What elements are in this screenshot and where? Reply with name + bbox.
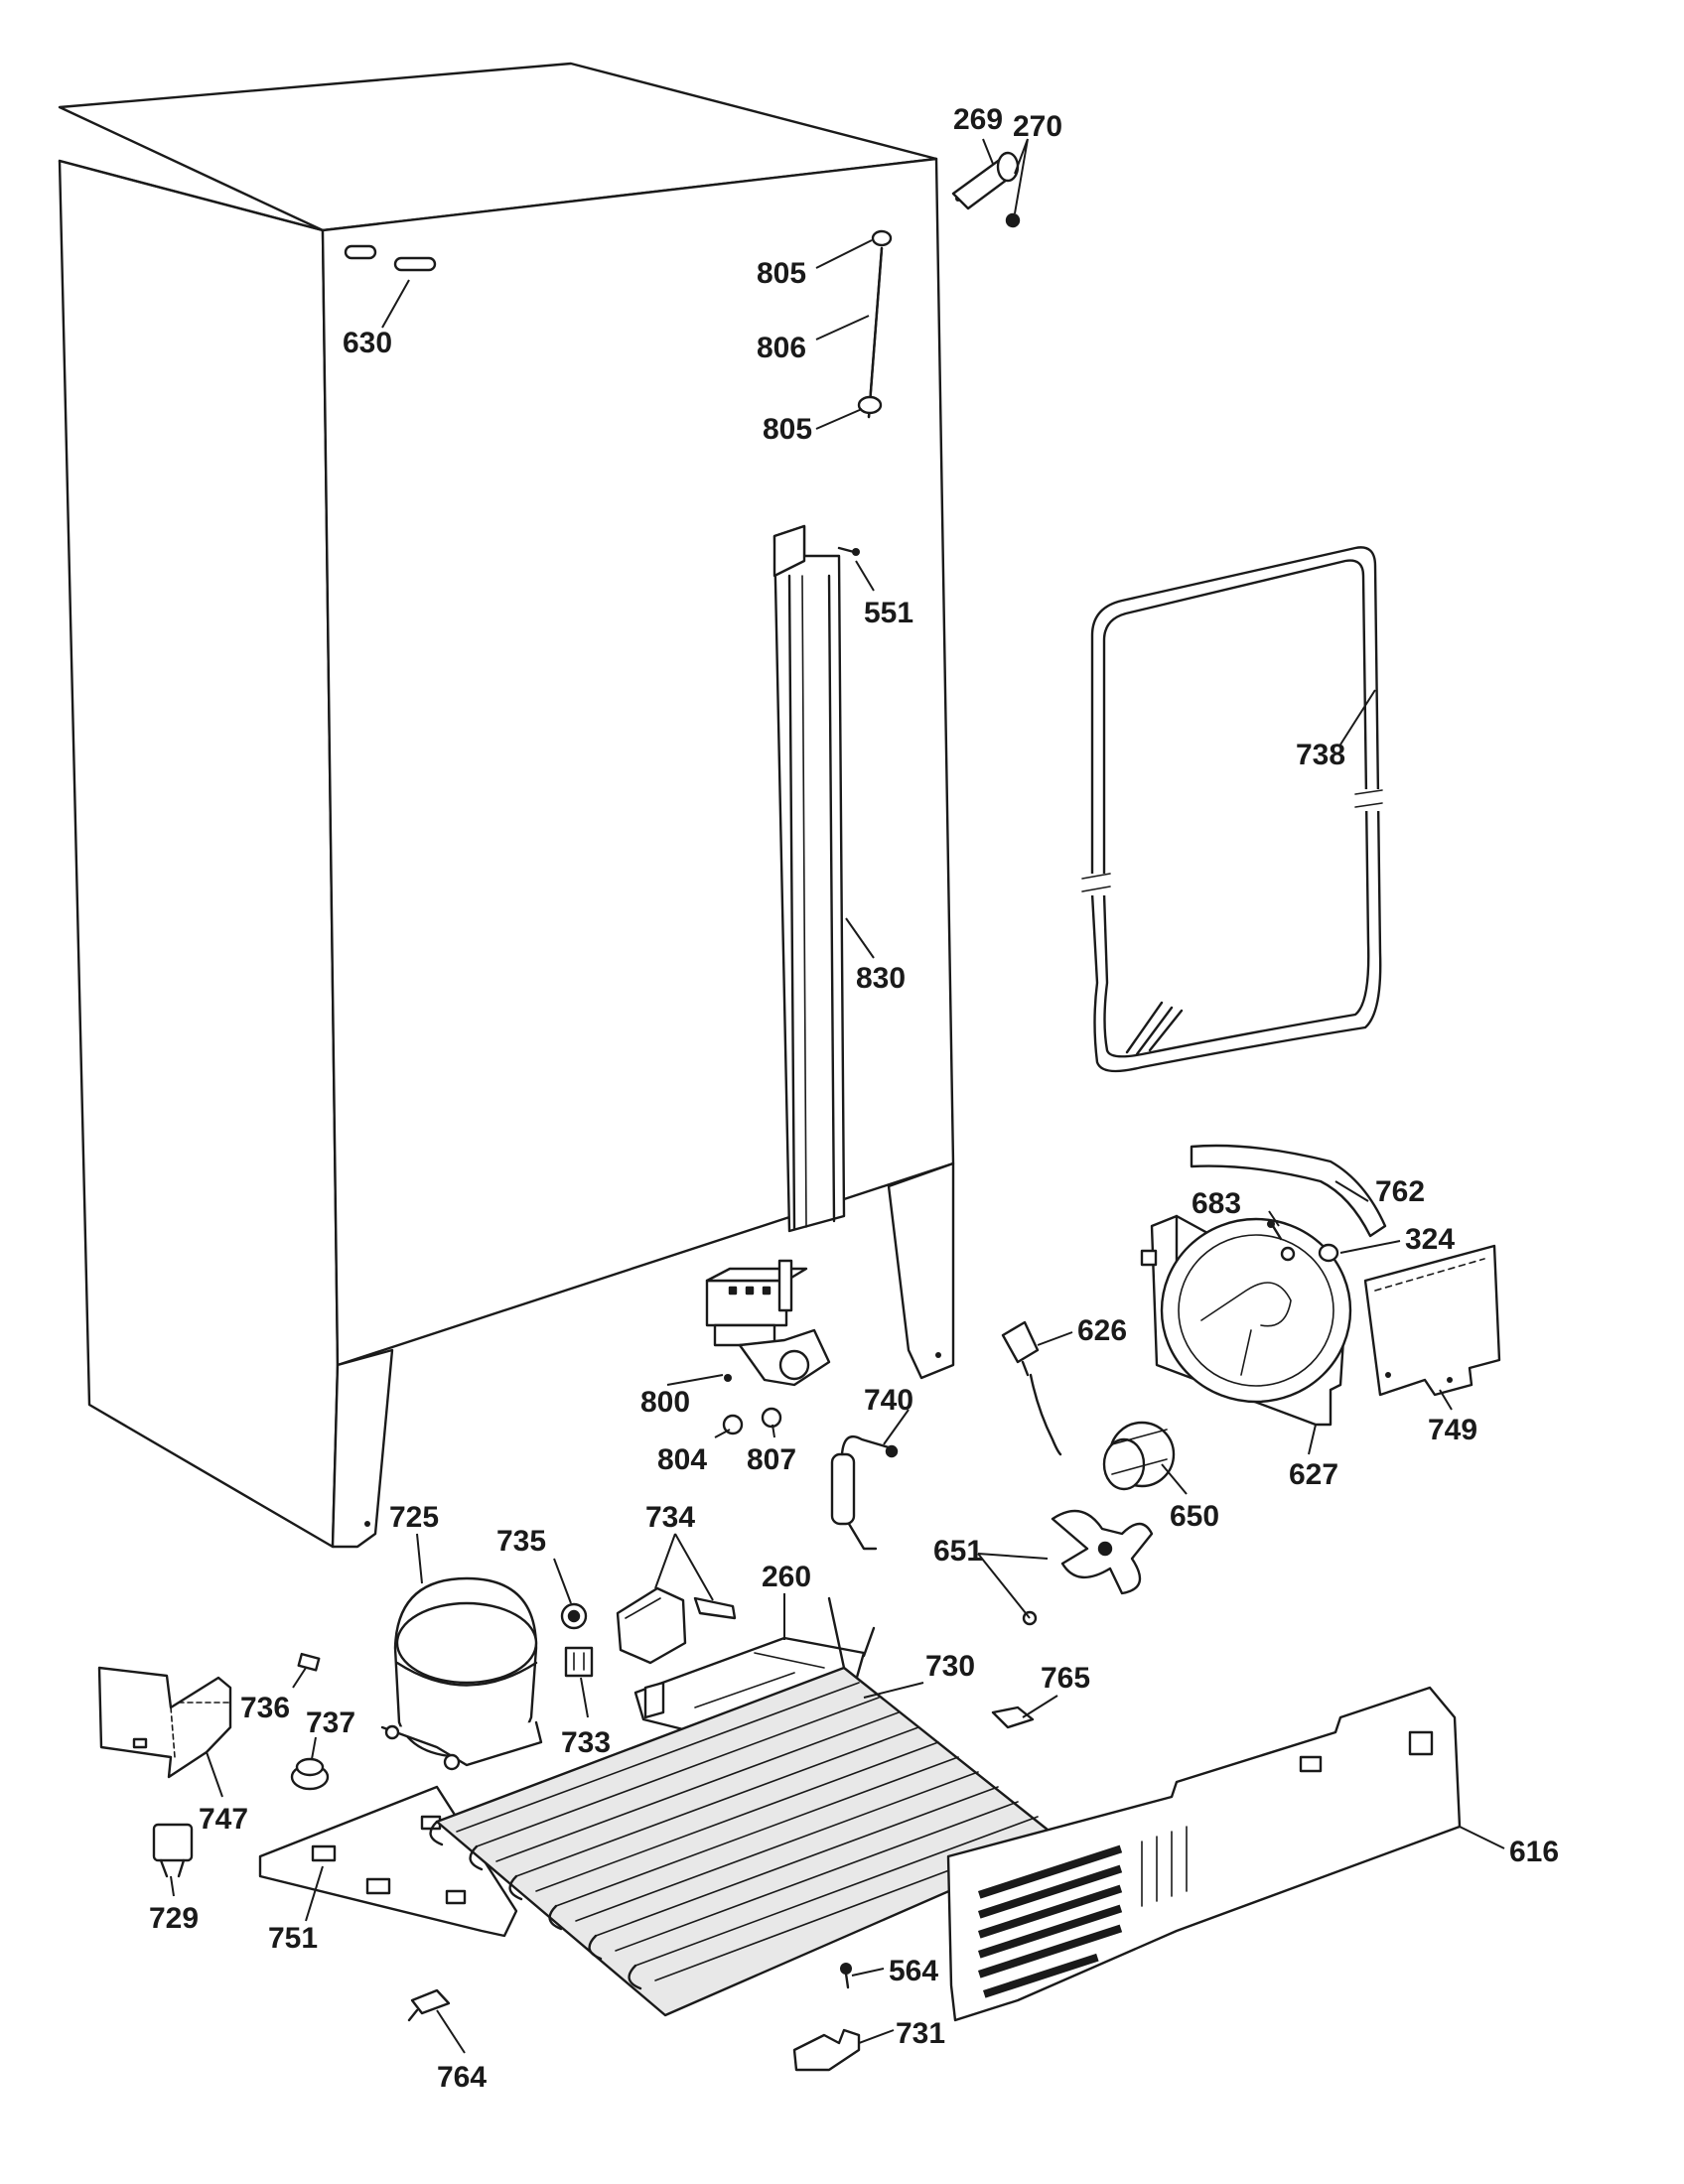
label-733: 733: [561, 1726, 611, 1759]
part-765-clip: [991, 1706, 1035, 1729]
label-627: 627: [1289, 1458, 1338, 1491]
label-830: 830: [856, 962, 906, 995]
part-747-bracket: [97, 1666, 232, 1779]
label-650: 650: [1170, 1500, 1219, 1533]
part-627-fan-shroud: [1140, 1214, 1352, 1427]
label-805-bottom: 805: [763, 413, 812, 446]
part-736-clip: [297, 1652, 321, 1672]
label-764: 764: [437, 2061, 487, 2094]
part-564-screw: [840, 1963, 852, 1989]
part-762-gasket: [1190, 1144, 1387, 1238]
part-764-clip: [407, 1988, 451, 2022]
part-616-grille: [946, 1686, 1462, 2022]
part-729-relay: [152, 1823, 194, 1878]
label-630: 630: [343, 327, 392, 359]
label-324: 324: [1405, 1223, 1455, 1256]
part-738-wire-loop: [1077, 546, 1385, 1073]
part-269-tube: [951, 151, 1021, 228]
label-731: 731: [896, 2017, 945, 2050]
label-806: 806: [757, 332, 806, 364]
label-804: 804: [657, 1443, 707, 1476]
label-807: 807: [747, 1443, 796, 1476]
part-804-807-caps: [722, 1407, 782, 1435]
label-683: 683: [1192, 1187, 1241, 1220]
part-733-relay: [564, 1646, 594, 1678]
label-269: 269: [953, 103, 1003, 136]
part-725-compressor: [380, 1576, 543, 1771]
label-626: 626: [1077, 1314, 1127, 1347]
leader-lines: [170, 138, 1505, 2054]
part-number-labels: 269 270 805 806 805 630 551 738 830 762 …: [149, 103, 1559, 2094]
part-651-fan-blade: [1022, 1509, 1154, 1626]
part-737-grommet: [290, 1757, 330, 1791]
label-734: 734: [645, 1501, 695, 1534]
label-762: 762: [1375, 1175, 1425, 1208]
part-735-grommet: [560, 1602, 588, 1630]
label-805-top: 805: [757, 257, 806, 290]
label-749: 749: [1428, 1414, 1477, 1446]
label-765: 765: [1041, 1662, 1090, 1695]
part-626-cord: [1001, 1320, 1062, 1456]
part-740-thermostat: [830, 1434, 899, 1551]
label-737: 737: [306, 1706, 355, 1739]
label-729: 729: [149, 1902, 199, 1935]
label-735: 735: [496, 1525, 546, 1558]
label-730: 730: [925, 1650, 975, 1683]
part-650-motor: [1102, 1421, 1176, 1491]
part-730-condenser-coil: [429, 1596, 1064, 2017]
part-800-valve: [705, 1259, 831, 1387]
label-725: 725: [389, 1501, 439, 1534]
label-616: 616: [1509, 1836, 1559, 1868]
part-731-bracket: [792, 2028, 861, 2072]
label-738: 738: [1296, 739, 1345, 771]
part-734-relay-cover: [616, 1586, 737, 1665]
label-270: 270: [1013, 110, 1062, 143]
label-747: 747: [199, 1803, 248, 1836]
label-751: 751: [268, 1922, 318, 1955]
label-800: 800: [640, 1386, 690, 1419]
label-736: 736: [240, 1692, 290, 1724]
label-740: 740: [864, 1384, 913, 1417]
label-564: 564: [889, 1955, 938, 1987]
part-749-cover: [1363, 1244, 1501, 1397]
label-651: 651: [933, 1535, 983, 1568]
refrigerator-cabinet: [58, 62, 961, 1549]
label-260: 260: [762, 1561, 811, 1593]
label-551: 551: [864, 597, 913, 629]
